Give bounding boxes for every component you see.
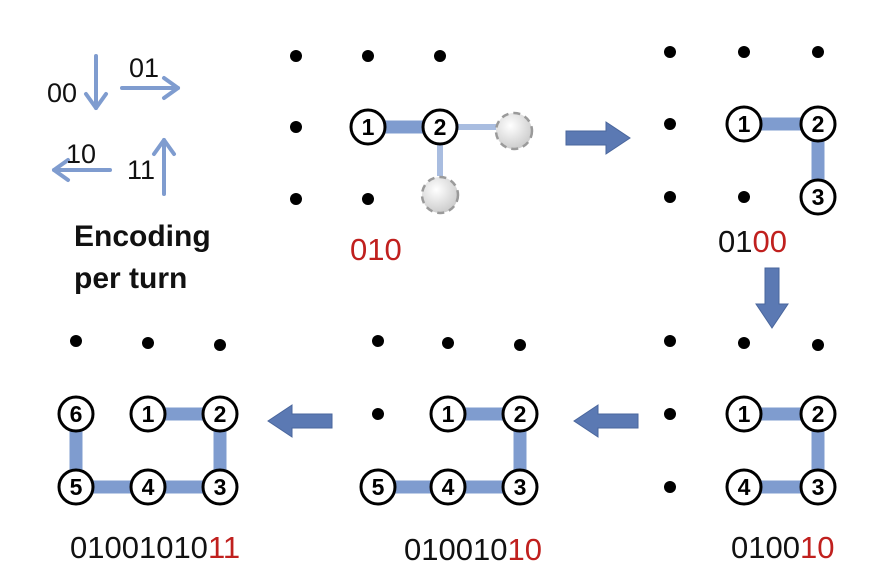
bead-label: 3 bbox=[514, 474, 527, 500]
bead: 1 bbox=[129, 395, 167, 433]
bead-circle bbox=[725, 468, 763, 506]
beads: 1 2 1 2 3 1 2 3 4 1 2 3 4 5 1 2 3 4 5 6 bbox=[57, 105, 837, 506]
encoding-highlight: 11 bbox=[207, 530, 241, 565]
bead-label: 2 bbox=[812, 111, 825, 137]
bead-label: 2 bbox=[434, 114, 447, 140]
encoding-step-3: 010010 bbox=[731, 530, 834, 566]
code-right: 01 bbox=[129, 53, 159, 83]
bead: 4 bbox=[129, 468, 167, 506]
bead-circle bbox=[799, 395, 837, 433]
code-left: 10 bbox=[66, 139, 96, 169]
bead: 4 bbox=[429, 468, 467, 506]
bead: 6 bbox=[57, 395, 95, 433]
bead-label: 1 bbox=[738, 401, 751, 427]
bead-circle bbox=[201, 468, 239, 506]
bead-circle bbox=[349, 108, 387, 146]
bead-label: 2 bbox=[812, 401, 825, 427]
flow-arrow-down-icon bbox=[755, 267, 789, 329]
bead-label: 1 bbox=[362, 114, 375, 140]
bead-circle bbox=[725, 105, 763, 143]
bead-circle bbox=[421, 108, 459, 146]
bead-circle bbox=[725, 395, 763, 433]
encoding-prefix: 01001010 bbox=[70, 530, 208, 565]
encoding-step-2: 0100 bbox=[718, 224, 787, 260]
bead: 2 bbox=[501, 395, 539, 433]
bead-label: 1 bbox=[738, 111, 751, 137]
encoding-step-5: 0100101011 bbox=[70, 530, 240, 566]
bead-circle bbox=[501, 468, 539, 506]
bead: 3 bbox=[799, 468, 837, 506]
encoding-highlight: 010 bbox=[350, 232, 402, 267]
encoding-step-4: 01001010 bbox=[404, 532, 542, 568]
bonds-step-3 bbox=[744, 407, 825, 494]
bead-label: 4 bbox=[142, 474, 155, 500]
bead-label: 4 bbox=[442, 474, 455, 500]
bead-label: 4 bbox=[738, 474, 751, 500]
legend-title: Encoding per turn bbox=[74, 220, 211, 295]
bead-label: 3 bbox=[812, 474, 825, 500]
bead: 1 bbox=[349, 108, 387, 146]
bead: 3 bbox=[501, 468, 539, 506]
bead-label: 1 bbox=[442, 401, 455, 427]
arrow-left-icon bbox=[52, 158, 112, 182]
bead-circle bbox=[57, 468, 95, 506]
bead-label: 2 bbox=[214, 401, 227, 427]
bead-circle bbox=[799, 178, 837, 216]
bead-label: 1 bbox=[142, 401, 155, 427]
bead-label: 5 bbox=[70, 474, 83, 500]
bead-circle bbox=[129, 395, 167, 433]
bead-label: 6 bbox=[70, 401, 83, 427]
encoding-highlight: 00 bbox=[752, 224, 787, 259]
bead: 1 bbox=[725, 105, 763, 143]
bead-label: 5 bbox=[372, 474, 385, 500]
bead-label: 3 bbox=[214, 474, 227, 500]
bead-circle bbox=[429, 468, 467, 506]
bead-label: 2 bbox=[514, 401, 527, 427]
bead: 1 bbox=[429, 395, 467, 433]
bead: 2 bbox=[421, 108, 459, 146]
ghost-bead-down bbox=[420, 175, 460, 215]
bead-circle bbox=[501, 395, 539, 433]
legend-arrows bbox=[52, 54, 180, 196]
bead-circle bbox=[129, 468, 167, 506]
bead: 2 bbox=[799, 395, 837, 433]
encoding-prefix: 0100 bbox=[731, 530, 800, 565]
arrow-right-icon bbox=[120, 76, 180, 100]
flow-arrow-left-icon-1 bbox=[573, 404, 639, 438]
bead: 5 bbox=[359, 468, 397, 506]
bead-circle bbox=[201, 395, 239, 433]
bead: 5 bbox=[57, 468, 95, 506]
bead: 1 bbox=[725, 395, 763, 433]
encoding-prefix: 010010 bbox=[404, 532, 508, 567]
lattice-dots bbox=[70, 46, 824, 493]
candidate-moves bbox=[420, 111, 534, 215]
bead-circle bbox=[359, 468, 397, 506]
bead: 3 bbox=[799, 178, 837, 216]
flow-arrow-left-icon-2 bbox=[267, 404, 333, 438]
encoding-step-1: 010 bbox=[350, 232, 402, 268]
bead-circle bbox=[799, 105, 837, 143]
arrow-down-icon bbox=[84, 54, 108, 110]
bead: 2 bbox=[799, 105, 837, 143]
bead-circle bbox=[57, 395, 95, 433]
flow-arrows bbox=[267, 121, 789, 438]
flow-arrow-right-icon bbox=[565, 121, 631, 155]
bead: 2 bbox=[201, 395, 239, 433]
arrow-up-icon bbox=[152, 138, 176, 196]
ghost-bead-right bbox=[494, 111, 534, 151]
encoding-prefix: 01 bbox=[718, 224, 753, 259]
bead-label: 3 bbox=[812, 184, 825, 210]
encoding-highlight: 10 bbox=[507, 532, 542, 567]
code-down: 00 bbox=[47, 78, 77, 108]
bead: 4 bbox=[725, 468, 763, 506]
code-up: 11 bbox=[127, 155, 155, 185]
bead-circle bbox=[799, 468, 837, 506]
bead-circle bbox=[429, 395, 467, 433]
encoding-highlight: 10 bbox=[799, 530, 835, 565]
bead: 3 bbox=[201, 468, 239, 506]
